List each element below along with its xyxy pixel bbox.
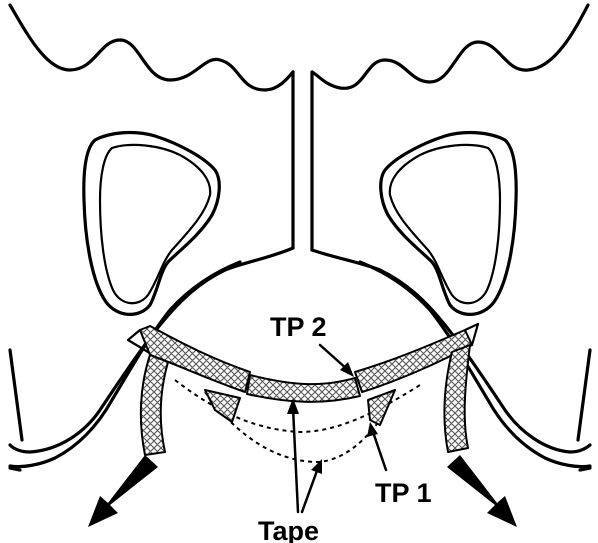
tape-right-flap bbox=[368, 390, 395, 425]
tp1-leader-line bbox=[373, 432, 386, 470]
right-pull-arrow-icon bbox=[447, 455, 517, 527]
tape-label: Tape bbox=[258, 516, 319, 543]
tape-left-flap bbox=[205, 390, 240, 422]
tp2-label: TP 2 bbox=[270, 312, 327, 342]
tape-center bbox=[247, 375, 360, 402]
right-wavy-line bbox=[312, 5, 588, 88]
tape-left-end bbox=[141, 355, 168, 455]
tape-leader-line-right bbox=[302, 468, 318, 512]
left-pull-arrow-icon bbox=[88, 455, 158, 527]
tp1-label: TP 1 bbox=[375, 478, 432, 508]
tape-right-end bbox=[445, 345, 470, 452]
